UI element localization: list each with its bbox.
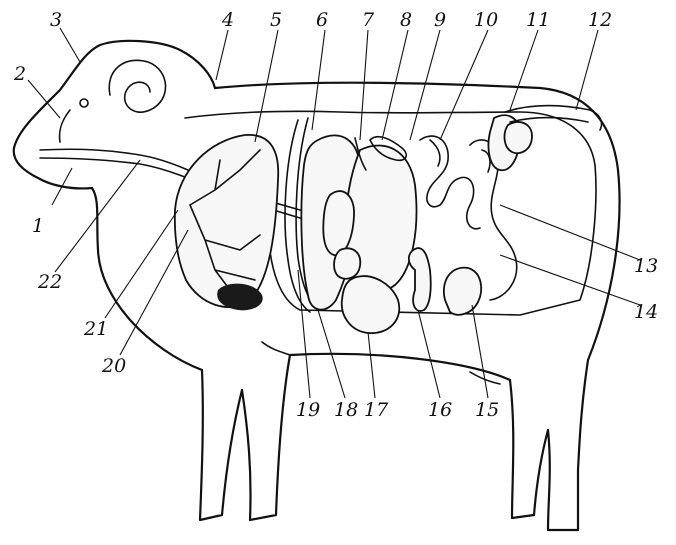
label-7: 7 — [362, 9, 375, 31]
label-22: 22 — [37, 271, 62, 293]
label-15: 15 — [475, 399, 499, 421]
label-8: 8 — [400, 9, 412, 31]
label-20: 20 — [101, 355, 126, 377]
label-17: 17 — [364, 399, 389, 421]
label-13: 13 — [634, 255, 658, 277]
label-5: 5 — [270, 9, 282, 31]
kidney — [505, 122, 532, 153]
omasum — [334, 248, 360, 278]
lung — [175, 135, 278, 307]
label-16: 16 — [428, 399, 452, 421]
label-9: 9 — [434, 9, 446, 31]
small-intestine — [409, 248, 431, 311]
label-10: 10 — [474, 9, 498, 31]
label-2: 2 — [13, 63, 26, 85]
large-intestine — [444, 268, 481, 315]
label-18: 18 — [334, 399, 358, 421]
label-6: 6 — [316, 9, 328, 31]
label-14: 14 — [634, 301, 658, 323]
label-4: 4 — [221, 9, 234, 31]
label-1: 1 — [32, 215, 44, 237]
label-12: 12 — [588, 9, 612, 31]
internal-organs — [40, 106, 602, 333]
label-21: 21 — [83, 318, 108, 340]
label-11: 11 — [526, 9, 550, 31]
label-19: 19 — [296, 399, 320, 421]
label-3: 3 — [50, 9, 62, 31]
